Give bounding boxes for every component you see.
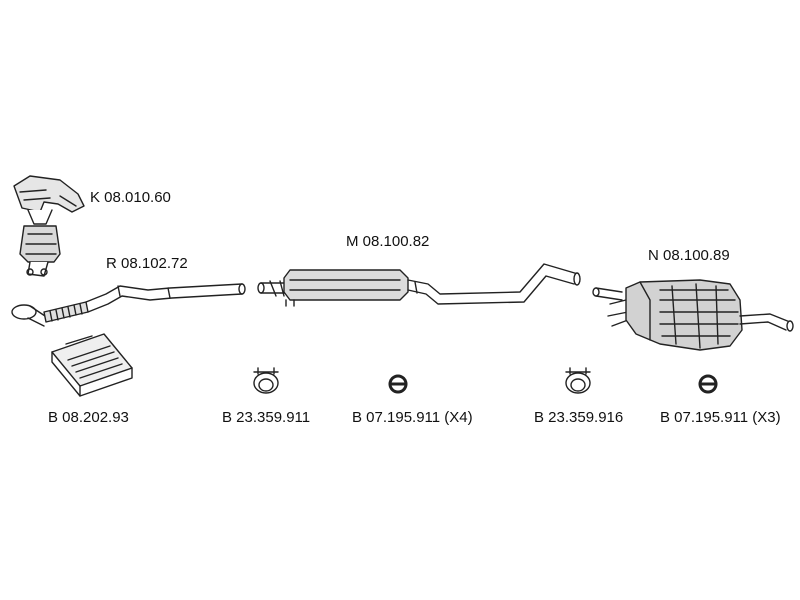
label-clamp-front: B 23.359.911 xyxy=(222,409,311,426)
hanger-front-part xyxy=(388,374,408,394)
rear-silencer xyxy=(592,279,794,351)
clamp-rear-part xyxy=(565,367,591,394)
label-front-pipe: R 08.102.72 xyxy=(106,255,188,272)
label-mounting-kit: B 08.202.93 xyxy=(48,409,129,426)
mounting-kit-box xyxy=(51,333,133,397)
hanger-rear-part xyxy=(698,374,718,394)
clamp-front-part xyxy=(253,367,279,394)
label-hanger-rear: B 07.195.911 (X3) xyxy=(660,409,781,426)
label-rear-silencer: N 08.100.89 xyxy=(648,247,730,264)
label-manifold-cat: K 08.010.60 xyxy=(90,189,171,206)
label-middle-silencer: M 08.100.82 xyxy=(346,233,430,250)
label-clamp-rear: B 23.359.916 xyxy=(534,409,624,426)
middle-silencer xyxy=(257,263,581,307)
manifold-catalytic-converter xyxy=(13,175,85,277)
front-pipe xyxy=(11,283,246,327)
label-hanger-front: B 07.195.911 (X4) xyxy=(352,409,473,426)
